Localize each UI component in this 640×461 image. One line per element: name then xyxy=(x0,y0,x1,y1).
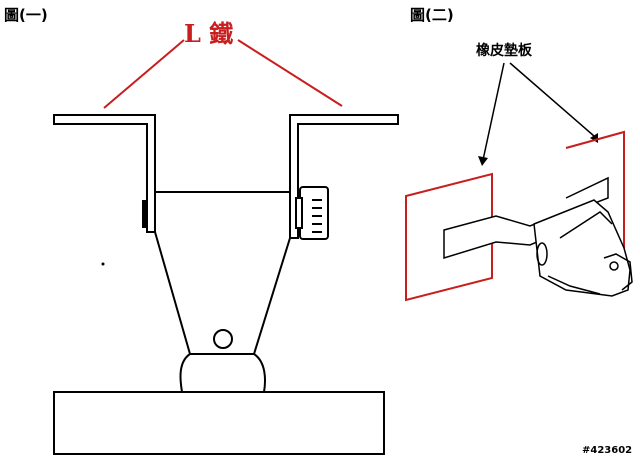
clamp-body xyxy=(154,231,291,355)
clamp-neck xyxy=(179,353,266,393)
stray-dot xyxy=(101,262,105,266)
clamp-body-hole xyxy=(536,242,548,266)
figure-1-caption: 圖(一) xyxy=(4,6,48,24)
rubber-pad-label: 橡皮墊板 xyxy=(476,43,532,59)
clamp-body-edge xyxy=(547,211,613,295)
rubber-arrow-left xyxy=(478,156,488,166)
left-bracket-knob xyxy=(142,200,148,228)
clamp-pivot xyxy=(609,261,619,271)
figure-2-caption: 圖(二) xyxy=(410,6,454,24)
base-block xyxy=(53,391,385,455)
l-iron-leader-right xyxy=(237,39,343,107)
thumbscrew-collar xyxy=(295,197,303,229)
clamp-body-3d xyxy=(533,199,631,297)
figure-2-drawing xyxy=(405,62,633,302)
watermark-id: #423602 xyxy=(582,445,633,456)
rubber-leader-right xyxy=(509,62,595,137)
clamp-hole xyxy=(213,329,233,349)
clamp-jaw xyxy=(603,253,633,291)
left-l-bracket xyxy=(53,114,156,233)
rubber-leader-left xyxy=(482,62,505,161)
l-iron-label: L 鐵 xyxy=(184,19,234,48)
l-iron-leader-left xyxy=(103,39,185,109)
figure-1-drawing xyxy=(53,39,399,455)
